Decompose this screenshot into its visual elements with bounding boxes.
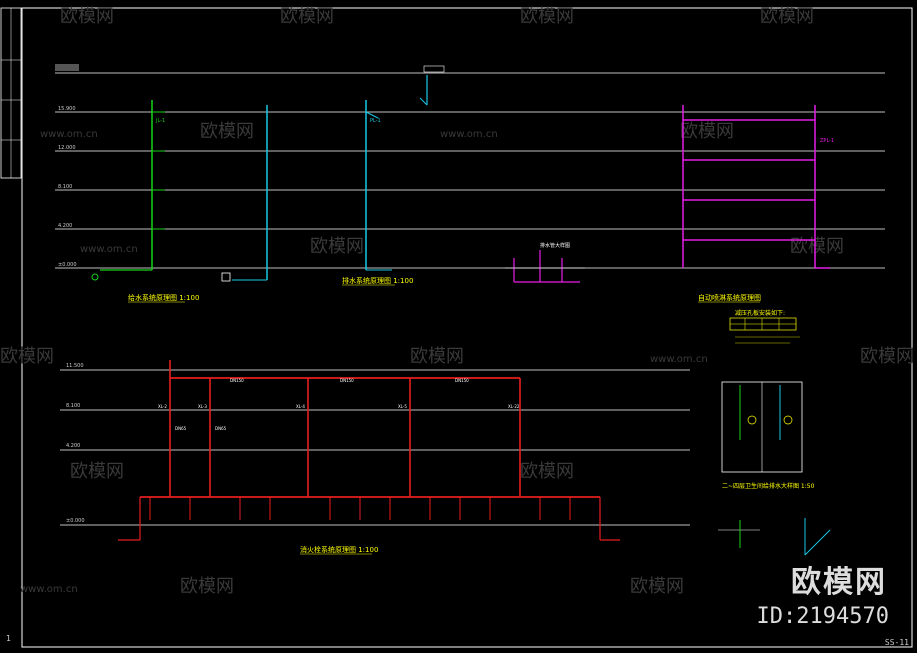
riser-label-xl: XL-22 [508, 404, 520, 409]
orifice-table: 减压孔板安装如下: [729, 309, 800, 344]
riser-label-zpl: ZPL-1 [820, 138, 834, 144]
pipe-size-label: DN150 [340, 378, 354, 383]
level-label: 8.100 [58, 184, 72, 190]
water-supply-diagram: JL-1 给水系统原理图 1:100 [91, 100, 268, 303]
pipe-size-label: DN65 [175, 426, 187, 431]
hydrant-title: 消火栓系统原理图 1:100 [300, 545, 378, 554]
watermark-brand: 欧模网 [200, 121, 254, 142]
watermark-site: www.om.cn [20, 584, 78, 595]
level-label: ±0.000 [66, 518, 85, 524]
riser-label-jl: JL-1 [155, 118, 165, 124]
watermark-layer: 欧模网 欧模网 欧模网 欧模网 欧模网 www.om.cn www.om.cn … [0, 6, 914, 597]
level-label: ±0.000 [58, 262, 77, 268]
watermark-brand: 欧模网 [760, 6, 814, 27]
level-label: 8.100 [66, 403, 80, 409]
level-label: 15.900 [58, 106, 76, 112]
watermark-brand: 欧模网 [630, 576, 684, 597]
sprinkler-diagram [682, 105, 830, 269]
drawing-frame [21, 7, 913, 648]
watermark-site: www.om.cn [650, 354, 708, 365]
level-label: 4.200 [58, 223, 72, 229]
watermark-brand: 欧模网 [0, 346, 54, 367]
toilet-detail: 二~四层卫生间给排水大样图 1:50 [721, 381, 815, 490]
sprinkler-title: 自动喷淋系统原理图 [698, 293, 761, 302]
page-marker: 1 [6, 634, 12, 643]
hydrant-diagram [118, 360, 620, 541]
riser-label-xl: XL-2 [158, 404, 167, 409]
watermark-brand: 欧模网 [180, 576, 234, 597]
upper-level-labels: 15.900 12.000 8.100 4.200 ±0.000 [58, 106, 77, 268]
watermark-site: www.om.cn [440, 129, 498, 140]
watermark-id: ID:2194570 [756, 604, 889, 629]
hydrant-riser-labels: XL-2 XL-3 XL-4 XL-5 XL-22 DN150 DN150 DN… [158, 378, 520, 431]
sheet-number: SS-11 [884, 638, 909, 647]
watermark-brand: 欧模网 [410, 346, 464, 367]
water-supply-title: 给水系统原理图 1:100 [128, 293, 199, 302]
drainage-title: 排水系统原理图 1:100 [342, 276, 413, 285]
watermark-brand: 欧模网 [790, 236, 844, 257]
watermark-logo-text: 欧模网 [791, 565, 887, 600]
lower-right-details [718, 518, 831, 556]
level-label: 4.200 [66, 443, 80, 449]
watermark-brand: 欧模网 [310, 236, 364, 257]
level-tag [55, 64, 79, 71]
watermark-brand: 欧模网 [280, 6, 334, 27]
pipe-size-label: DN150 [455, 378, 469, 383]
watermark-site: www.om.cn [80, 244, 138, 255]
riser-label-xl: XL-5 [398, 404, 407, 409]
watermark-brand: 欧模网 [520, 6, 574, 27]
watermark-brand: 欧模网 [860, 346, 914, 367]
drainage-diagram: PL-1 排水系统原理图 1:100 [342, 65, 445, 286]
level-label: 11.500 [66, 363, 84, 369]
orifice-table-title: 减压孔板安装如下: [735, 309, 785, 317]
hydrant-level-labels: 11.500 8.100 4.200 ±0.000 [66, 363, 85, 524]
upper-floor-lines [55, 72, 885, 269]
watermark-brand: 欧模网 [70, 461, 124, 482]
watermark-brand: 欧模网 [60, 6, 114, 27]
level-label: 12.000 [58, 145, 76, 151]
pipe-size-label: DN150 [230, 378, 244, 383]
riser-label-xl: XL-3 [198, 404, 207, 409]
watermark-brand: 欧模网 [680, 121, 734, 142]
watermark-brand: 欧模网 [520, 461, 574, 482]
riser-label-pl: PL-1 [370, 118, 381, 124]
basement-drain-detail: 排水管大样图 [505, 242, 585, 283]
basement-drain-title: 排水管大样图 [540, 242, 570, 249]
toilet-title: 二~四层卫生间给排水大样图 1:50 [722, 482, 815, 490]
hydrant-floor-lines [60, 369, 690, 526]
pipe-size-label: DN65 [215, 426, 227, 431]
riser-label-xl: XL-4 [296, 404, 305, 409]
watermark-site: www.om.cn [40, 129, 98, 140]
